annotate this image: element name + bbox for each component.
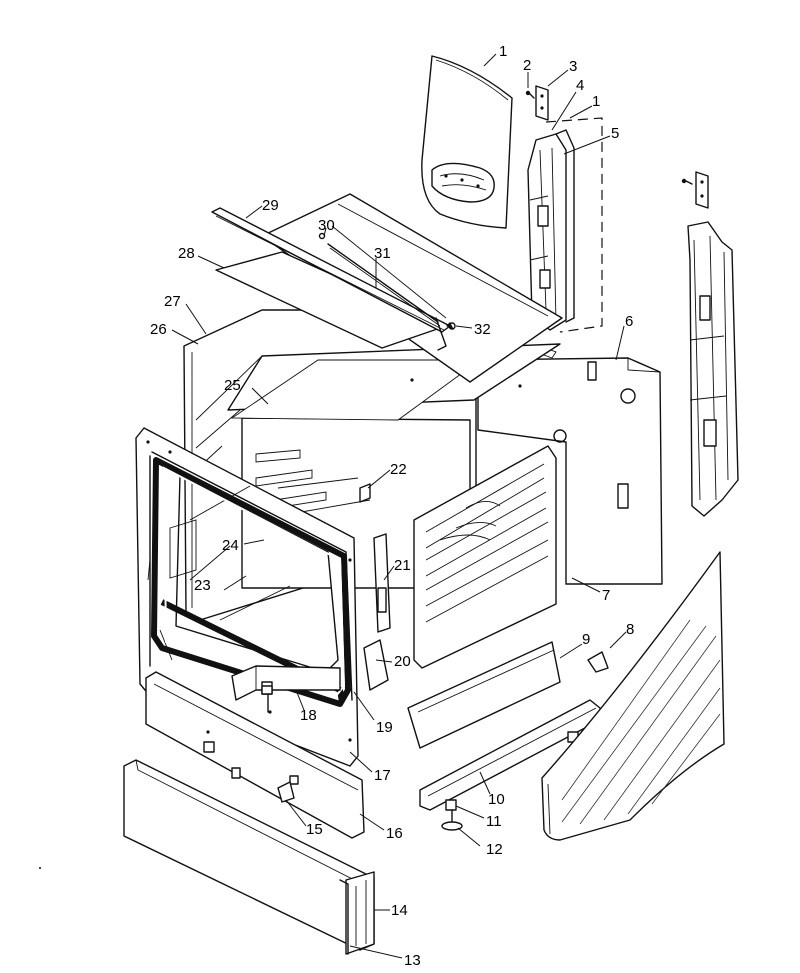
part-drawer [123, 759, 375, 955]
callout-13: 13 [404, 952, 421, 969]
callout-28: 28 [178, 245, 195, 262]
part-oven-body [183, 309, 561, 669]
callout-8: 8 [626, 621, 634, 638]
callout-9: 9 [582, 631, 590, 648]
part-side-upright-right [681, 171, 739, 517]
callout-5: 5 [611, 125, 619, 142]
callout-17: 17 [374, 767, 391, 784]
callout-labels: 1 2 3 4 1 5 6 7 8 9 10 11 12 13 14 15 16… [150, 43, 634, 969]
callout-26: 26 [150, 321, 167, 338]
callout-6: 6 [625, 313, 633, 330]
part-bottom-support [407, 641, 601, 811]
part-rear-panel [477, 345, 663, 585]
callout-31: 31 [374, 245, 391, 262]
callout-12: 12 [486, 841, 503, 858]
callout-15: 15 [306, 821, 323, 838]
stray-dot [39, 867, 41, 869]
part-bottom-trim [145, 671, 365, 839]
dashed-guide-right [545, 117, 603, 333]
callout-16: 16 [386, 825, 403, 842]
callout-14: 14 [391, 902, 408, 919]
part-small-bracket [587, 651, 609, 673]
callout-30: 30 [318, 217, 335, 234]
callout-18: 18 [300, 707, 317, 724]
callout-10: 10 [488, 791, 505, 808]
part-rod-and-fasteners [318, 232, 456, 330]
callout-19: 19 [376, 719, 393, 736]
callout-29: 29 [262, 197, 279, 214]
part-hinge-bracket [373, 533, 391, 633]
callout-11: 11 [486, 813, 502, 830]
callout-25: 25 [224, 377, 241, 394]
part-outer-side-panel [541, 551, 725, 841]
part-back-flap [421, 55, 513, 229]
callout-24: 24 [222, 537, 239, 554]
part-drawer-clip [277, 781, 295, 803]
callout-7: 7 [602, 587, 610, 604]
callout-21: 21 [394, 557, 411, 574]
callout-1: 1 [499, 43, 507, 60]
callout-20: 20 [394, 653, 411, 670]
part-clip [359, 483, 371, 503]
callout-1-second: 1 [592, 93, 600, 110]
callout-23: 23 [194, 577, 211, 594]
callout-4: 4 [576, 77, 584, 94]
callout-27: 27 [164, 293, 181, 310]
part-insulation [363, 639, 389, 691]
callout-2: 2 [523, 57, 531, 74]
callout-32: 32 [474, 321, 491, 338]
leader-lines [171, 53, 627, 959]
part-rear-upright [525, 85, 575, 331]
callout-3: 3 [569, 58, 577, 75]
callout-22: 22 [390, 461, 407, 478]
